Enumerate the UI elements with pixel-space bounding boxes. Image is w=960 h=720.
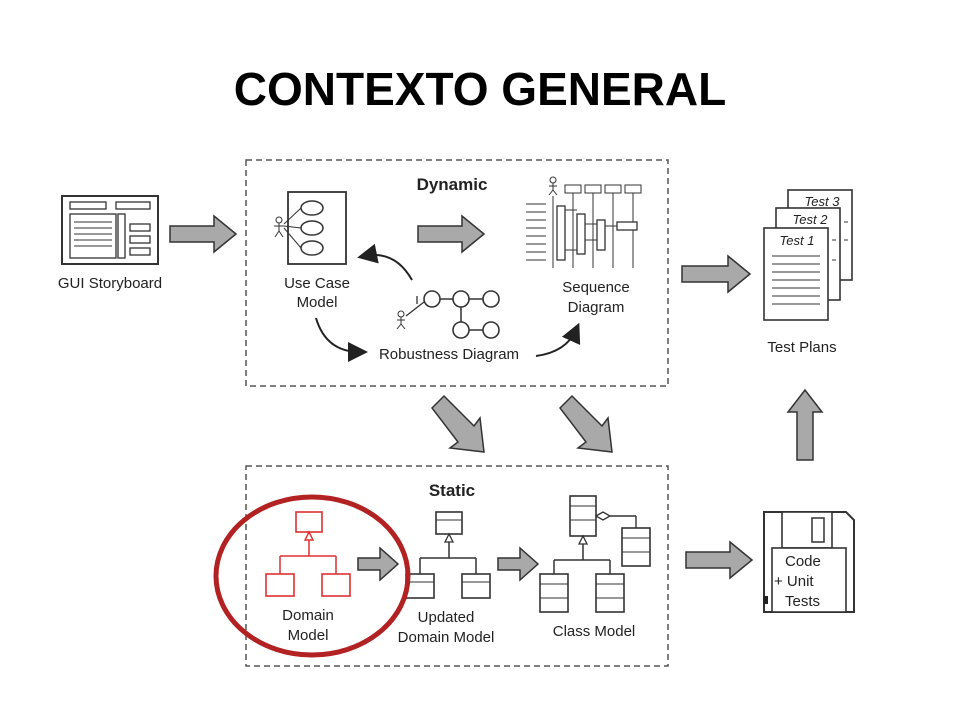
sequence-label-line1: Sequence: [562, 279, 630, 296]
dynamic-heading: Dynamic: [417, 175, 488, 194]
robustness-diagram-icon: [396, 290, 500, 339]
updated-domain-model-icon: [405, 511, 491, 599]
use-case-model-icon: [274, 191, 347, 265]
code-label-line3: Tests: [785, 593, 820, 610]
arrow-dynamic-to-testplans: [681, 254, 752, 294]
test-3-label: Test 3: [805, 194, 841, 209]
test-2-label: Test 2: [793, 212, 829, 227]
arrow-dynamic-to-static-left: [431, 394, 485, 453]
use-case-label-line1: Use Case: [284, 275, 350, 292]
dynamic-box: [245, 159, 669, 387]
use-case-label-line2: Model: [297, 294, 338, 311]
arrow-code-to-testplans: [786, 388, 824, 461]
curve-robustness-to-usecase: [357, 243, 413, 281]
curve-robustness-to-sequence: [535, 322, 581, 357]
domain-model-label-line1: Domain: [282, 607, 334, 624]
arrow-updated-to-class: [497, 546, 540, 582]
domain-model-icon: [265, 511, 351, 597]
curve-usecase-to-robustness: [315, 317, 368, 362]
code-label-line1: Code: [785, 553, 821, 570]
test-plans-label: Test Plans: [767, 339, 836, 356]
test-plans-icon: [763, 189, 853, 321]
arrow-dynamic-to-static-right: [559, 394, 613, 453]
domain-model-label-line2: Model: [288, 627, 329, 644]
sequence-diagram-icon: [526, 176, 642, 268]
test-1-label: Test 1: [780, 233, 815, 248]
code-label-line2: + Unit: [774, 573, 814, 590]
arrow-storyboard-to-dynamic: [169, 214, 238, 254]
static-heading: Static: [429, 481, 475, 500]
gui-storyboard-label: GUI Storyboard: [58, 275, 162, 292]
slide-title: CONTEXTO GENERAL: [233, 63, 727, 115]
arrow-static-to-code: [685, 540, 754, 580]
floppy-disk-icon: [763, 511, 855, 613]
sequence-label-line2: Diagram: [568, 299, 625, 316]
gui-storyboard-icon: [61, 195, 159, 265]
updated-domain-label-line1: Updated: [418, 609, 475, 626]
class-model-label: Class Model: [553, 623, 636, 640]
highlight-circle: [213, 494, 411, 658]
robustness-label: Robustness Diagram: [379, 346, 519, 363]
arrow-domain-to-updated: [357, 546, 400, 582]
updated-domain-label-line2: Domain Model: [398, 629, 495, 646]
static-box: [245, 465, 669, 667]
arrow-usecase-to-sequence: [417, 214, 486, 254]
class-model-icon: [539, 495, 651, 613]
